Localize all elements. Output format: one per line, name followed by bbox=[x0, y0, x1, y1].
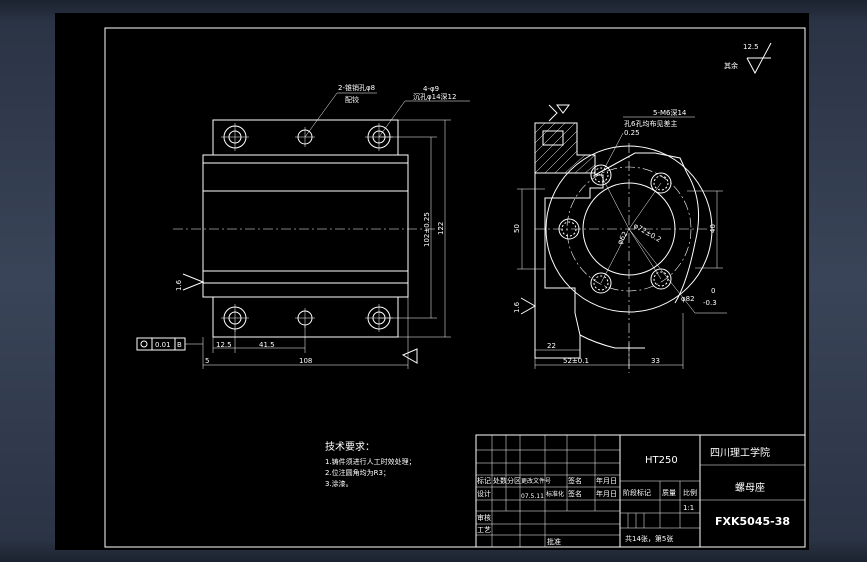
svg-text:设计: 设计 bbox=[477, 489, 491, 498]
svg-text:更改文件号: 更改文件号 bbox=[521, 477, 551, 485]
svg-text:07.5.11: 07.5.11 bbox=[521, 493, 544, 500]
threaded-hole-4 bbox=[590, 272, 612, 294]
svg-text:批准: 批准 bbox=[547, 537, 561, 546]
svg-text:12.5: 12.5 bbox=[216, 341, 232, 349]
svg-text:108: 108 bbox=[299, 357, 312, 365]
dimension-row-bottom: 12.5 41.5 108 5 bbox=[202, 297, 409, 369]
section-hatch bbox=[534, 122, 596, 174]
svg-text:配铰: 配铰 bbox=[345, 95, 359, 104]
callout-counterbore-holes: 4-φ9 沉孔φ14深12 bbox=[378, 85, 470, 138]
callout-pin-holes: 2-锥销孔φ8 配铰 bbox=[304, 83, 377, 138]
svg-text:质量: 质量 bbox=[662, 488, 676, 497]
inner-frame bbox=[104, 27, 806, 548]
svg-text:52±0.1: 52±0.1 bbox=[563, 357, 589, 365]
school-name: 四川理工学院 bbox=[710, 446, 770, 459]
svg-text:年月日: 年月日 bbox=[596, 476, 617, 485]
svg-text:33: 33 bbox=[651, 357, 660, 365]
svg-text:签名: 签名 bbox=[568, 476, 582, 485]
tolerance-frame: 0.01 B bbox=[136, 337, 203, 351]
svg-text:签名: 签名 bbox=[568, 489, 582, 498]
tech-req-item-2: 2.位注圆角均为R3； bbox=[325, 468, 390, 477]
svg-text:标准化: 标准化 bbox=[546, 490, 564, 498]
counterbore-hole-top-left bbox=[221, 123, 249, 151]
roughness-symbol-front-left: 1.6 bbox=[175, 273, 205, 291]
drawing-canvas: 12.5 其余 bbox=[104, 27, 806, 548]
roughness-symbol-general: 12.5 其余 bbox=[724, 42, 772, 75]
svg-text:0: 0 bbox=[711, 287, 715, 295]
roughness-symbol-front-bottom bbox=[401, 348, 418, 364]
dimension-phi82: φ82 0 -0.3 bbox=[681, 287, 727, 314]
svg-text:1.6: 1.6 bbox=[513, 301, 521, 313]
svg-text:0.01: 0.01 bbox=[155, 341, 171, 349]
svg-text:1.6: 1.6 bbox=[175, 279, 183, 291]
material: HT250 bbox=[645, 455, 678, 466]
tech-req-item-3: 3.涂漆。 bbox=[325, 479, 353, 488]
callout-threaded-holes: 5-M6深14 孔6孔均布见差主 0.25 bbox=[600, 108, 695, 176]
svg-text:B: B bbox=[177, 341, 182, 349]
threaded-hole-2 bbox=[650, 172, 672, 194]
svg-text:-0.3: -0.3 bbox=[703, 299, 717, 307]
roughness-value: 12.5 bbox=[743, 43, 759, 51]
title-block: HT250 四川理工学院 螺母座 FXK5045-38 标记 处数 分区 更改文… bbox=[475, 434, 806, 548]
tech-req-item-1: 1.铸件须进行人工时效处理； bbox=[325, 457, 416, 466]
svg-text:41.5: 41.5 bbox=[259, 341, 275, 349]
drawing-number: FXK5045-38 bbox=[715, 515, 790, 528]
dimension-40: 40 bbox=[687, 190, 723, 269]
dimension-row-side-bottom: 22 52±0.1 33 bbox=[534, 313, 684, 369]
svg-text:5-M6深14: 5-M6深14 bbox=[653, 108, 687, 117]
dimension-122: 122 bbox=[398, 119, 451, 338]
svg-text:5: 5 bbox=[205, 357, 209, 365]
svg-text:122: 122 bbox=[437, 222, 445, 235]
part-name: 螺母座 bbox=[735, 481, 765, 494]
tech-req-title: 技术要求： bbox=[325, 440, 375, 453]
side-view: 5-M6深14 孔6孔均布见差主 0.25 φ62 φ72±0.2 50 40 … bbox=[513, 104, 727, 373]
svg-text:4-φ9: 4-φ9 bbox=[423, 85, 439, 93]
svg-text:年月日: 年月日 bbox=[596, 489, 617, 498]
threaded-hole-1 bbox=[590, 164, 612, 186]
svg-text:标记: 标记 bbox=[477, 476, 491, 485]
svg-text:审核: 审核 bbox=[477, 513, 491, 522]
technical-requirements: 技术要求： 1.铸件须进行人工时效处理； 2.位注圆角均为R3； 3.涂漆。 bbox=[325, 440, 416, 488]
threaded-hole-3 bbox=[558, 218, 580, 240]
front-view: 2-锥销孔φ8 配铰 4-φ9 沉孔φ14深12 102±0.25 122 bbox=[136, 83, 470, 369]
drawing-sheet: 12.5 其余 bbox=[55, 13, 809, 550]
svg-text:比例: 比例 bbox=[683, 488, 697, 497]
svg-text:0.25: 0.25 bbox=[624, 129, 640, 137]
svg-text:φ82: φ82 bbox=[681, 295, 695, 303]
svg-text:102±0.25: 102±0.25 bbox=[423, 212, 431, 247]
svg-text:沉孔φ14深12: 沉孔φ14深12 bbox=[413, 92, 456, 101]
svg-text:孔6孔均布见差主: 孔6孔均布见差主 bbox=[624, 119, 677, 128]
svg-text:工艺: 工艺 bbox=[477, 526, 491, 534]
dimension-50: 50 bbox=[513, 188, 545, 270]
label-bore: φ62 bbox=[616, 230, 630, 246]
svg-text:共14张，第5张: 共14张，第5张 bbox=[625, 534, 673, 543]
roughness-label: 其余 bbox=[724, 61, 738, 70]
roughness-symbol-side-left: 1.6 bbox=[513, 297, 537, 315]
svg-text:22: 22 bbox=[547, 342, 556, 350]
svg-text:1:1: 1:1 bbox=[683, 504, 694, 512]
svg-text:处数: 处数 bbox=[493, 476, 507, 485]
svg-text:50: 50 bbox=[513, 224, 521, 233]
svg-text:分区: 分区 bbox=[507, 476, 521, 485]
svg-text:2-锥销孔φ8: 2-锥销孔φ8 bbox=[338, 83, 375, 92]
roughness-symbol-side-top bbox=[548, 104, 570, 122]
counterbore-hole-bottom-left bbox=[221, 304, 249, 332]
svg-text:40: 40 bbox=[709, 224, 717, 233]
svg-text:阶段标记: 阶段标记 bbox=[623, 488, 651, 497]
